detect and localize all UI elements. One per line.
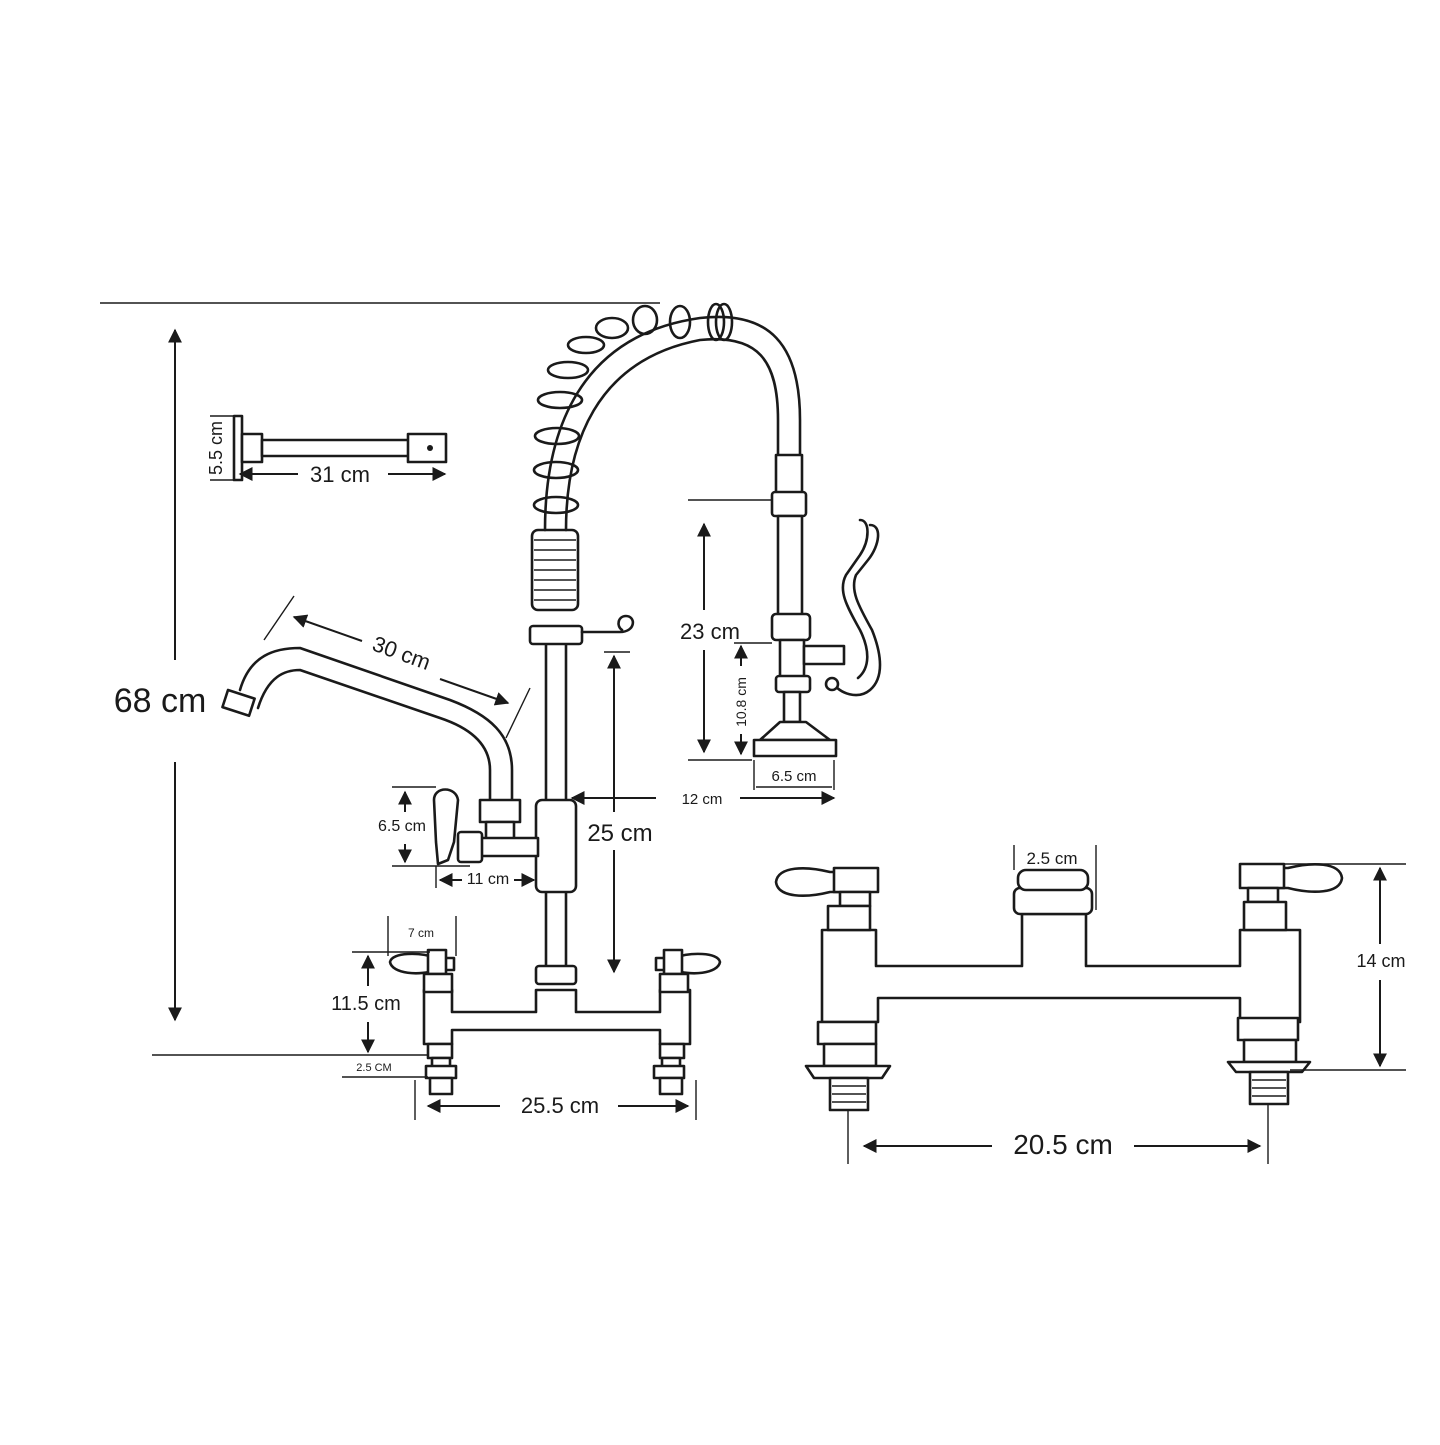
bracket-height-label: 5.5 cm: [206, 421, 226, 475]
spray-valve-collar: [770, 490, 808, 518]
overall-height-dimension: 68 cm: [100, 302, 660, 1056]
handle-height-label: 6.5 cm: [378, 818, 426, 835]
deck-mixer-large: 2.5 cm 14 cm 20.5 cm: [774, 845, 1406, 1164]
base-height-label: 11.5 cm: [331, 993, 401, 1015]
spout-mount-body: [534, 798, 578, 894]
mixer-outlet: [1012, 886, 1094, 916]
mixing-base-small: 7 cm 11.5 cm 2.5 CM 25.5 cm: [331, 916, 722, 1120]
total-height-label: 68 cm: [114, 682, 207, 720]
handle-offset-label: 11 cm: [467, 871, 509, 888]
faucet-height-label: 14 cm: [1356, 951, 1405, 971]
spout-lever-handle: [432, 788, 460, 866]
wall-hook: [580, 614, 635, 634]
outlet-width-label: 2.5 cm: [1026, 849, 1077, 868]
riser-pipe-lower: [544, 888, 568, 972]
wall-bracket: 5.5 cm 31 cm: [206, 414, 448, 487]
mixer-body: [820, 912, 1302, 1024]
riser-pipe-upper: [544, 638, 568, 807]
base-centers-label: 25.5 cm: [521, 1093, 599, 1118]
spray-head-width-label: 6.5 cm: [771, 768, 816, 785]
riser-collar: [528, 624, 584, 646]
bracket-length-label: 31 cm: [310, 462, 370, 487]
shank-height-label: 2.5 CM: [356, 1062, 391, 1074]
spray-trigger-housing: [802, 644, 846, 666]
spout-valve: 6.5 cm 11 cm: [378, 786, 540, 888]
spray-head: [752, 738, 838, 758]
spout-nut: [478, 798, 522, 824]
riser-height-dimension: 25 cm: [587, 651, 653, 974]
spray-lower-label: 10.8 cm: [733, 677, 749, 727]
swing-spout: 30 cm: [221, 595, 531, 842]
riser-height-label: 25 cm: [587, 820, 652, 847]
spray-valve-length-label: 23 cm: [680, 619, 740, 644]
base-bridge: [422, 988, 692, 1046]
spring-loops: [532, 302, 734, 515]
spray-valve: 23 cm 10.8 cm 6.5 cm 12 cm: [570, 453, 882, 808]
spout-aerator: [221, 688, 256, 718]
pre-rinse-riser: [528, 302, 802, 986]
bracket-bar: [260, 438, 412, 458]
base-handle-width-label: 7 cm: [408, 926, 434, 940]
spray-reach-label: 12 cm: [682, 791, 723, 808]
spout-length-label: 30 cm: [369, 631, 434, 675]
faucet-centers-label: 20.5 cm: [1013, 1129, 1113, 1160]
spray-valve-body: [776, 514, 804, 618]
spray-handle: [830, 523, 882, 697]
spray-hose: [543, 315, 802, 532]
